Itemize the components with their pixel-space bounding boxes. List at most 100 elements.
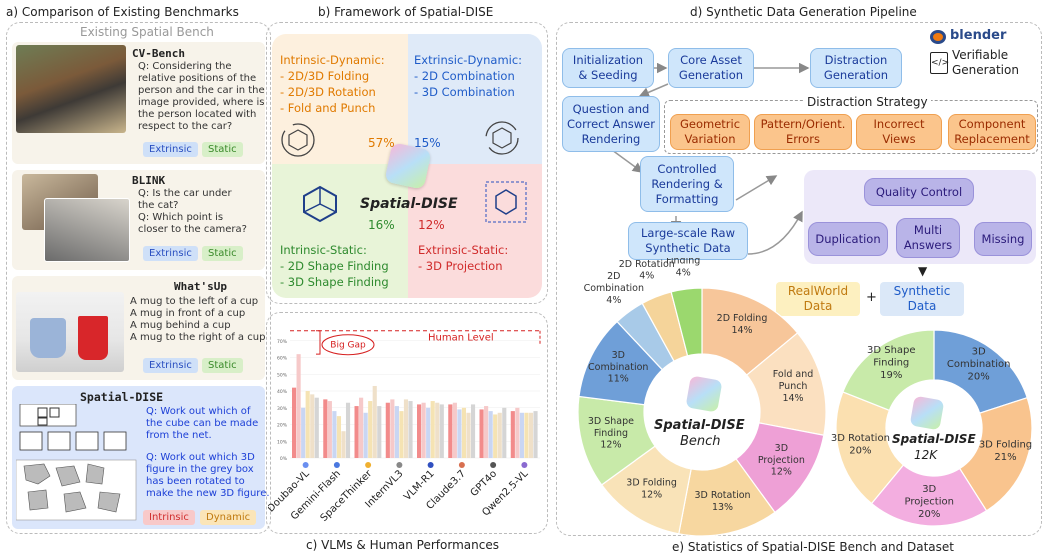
- distraction-strategy-title: Distraction Strategy: [804, 95, 931, 109]
- bar: [310, 394, 315, 458]
- x-tick-label: GPT4o: [469, 468, 500, 499]
- bar: [457, 409, 462, 458]
- y-tick-label: 60%: [277, 356, 288, 362]
- bar: [336, 416, 342, 458]
- bench-pie-label: 2D ShapeFinding4%: [660, 258, 706, 279]
- bar: [466, 412, 471, 458]
- model-logo-icon: [365, 462, 372, 468]
- panel-a-title: a) Comparison of Existing Benchmarks: [6, 5, 239, 19]
- strategy-pattern: Pattern/Orient.Errors: [754, 114, 852, 150]
- panel-d-title: d) Synthetic Data Generation Pipeline: [690, 5, 917, 19]
- quad-ed-text: Extrinsic-Dynamic:- 2D Combination- 3D C…: [414, 53, 523, 99]
- bar: [497, 412, 502, 458]
- panel-d-frame: [556, 22, 1042, 536]
- bar: [341, 431, 346, 458]
- panel-c-title: c) VLMs & Human Performances: [306, 538, 499, 552]
- big-gap-bracket: [316, 330, 321, 355]
- data-pie-slice: [958, 396, 1033, 512]
- bar: [439, 404, 444, 458]
- quad-extrinsic-dynamic: [408, 34, 542, 164]
- spatialdise-tag-intrinsic: Intrinsic: [143, 510, 195, 525]
- bar: [452, 402, 457, 458]
- bar: [502, 407, 507, 458]
- cvbench-name: CV-Bench: [132, 47, 185, 60]
- model-logo-icon: [521, 462, 528, 468]
- model-logo-icon: [458, 462, 465, 468]
- quad-intrinsic-static: [272, 164, 408, 298]
- bench-center-title: Spatial-DISE: [654, 418, 745, 433]
- data-pie-slice: [842, 329, 935, 412]
- code-icon: </>: [930, 52, 949, 74]
- mug-shape: [30, 318, 66, 358]
- y-tick-label: 30%: [277, 406, 288, 412]
- wireframe-cube-icon: [303, 185, 337, 223]
- bar: [524, 412, 529, 458]
- bench-center-icon: [685, 375, 723, 413]
- bar: [399, 411, 404, 458]
- bar: [435, 402, 440, 458]
- bar: [533, 411, 538, 458]
- bar: [417, 404, 422, 458]
- model-logo-icon: [333, 462, 340, 468]
- y-tick-label: 20%: [277, 423, 288, 429]
- whatsup-tag-extrinsic: Extrinsic: [143, 358, 198, 373]
- quad-es-pct: 12%: [418, 218, 445, 232]
- bench-pie-slice: [670, 287, 703, 357]
- bar: [430, 401, 435, 458]
- cube-net-figure: [16, 404, 137, 521]
- bench-center-sub: Bench: [680, 434, 721, 449]
- node-initialization: Initialization& Seeding: [562, 48, 654, 88]
- y-tick-label: 50%: [277, 372, 288, 378]
- bar: [528, 412, 534, 458]
- qc-title: Quality Control: [864, 178, 974, 206]
- framework-center-label: Spatial-DISE: [360, 196, 458, 212]
- projection-cube-icon: [485, 181, 527, 223]
- bar: [354, 406, 359, 458]
- model-logo-icon: [396, 462, 403, 468]
- y-tick-label: 0%: [280, 456, 288, 462]
- bar: [403, 399, 409, 458]
- bar: [515, 407, 520, 458]
- bar: [323, 399, 328, 458]
- blender-icon: [930, 30, 946, 44]
- bar: [488, 411, 493, 458]
- quad-extrinsic-static: [408, 164, 542, 298]
- quad-es-text: Extrinsic-Static:- 3D Projection: [418, 243, 509, 273]
- bar: [327, 401, 332, 458]
- data-center-sub: 12K: [914, 448, 938, 462]
- qc-duplication: Duplication: [808, 222, 888, 256]
- blink-tag-extrinsic: Extrinsic: [143, 246, 198, 261]
- panel-b-title: b) Framework of Spatial-DISE: [318, 5, 494, 19]
- data-center-icon: [909, 395, 945, 431]
- blender-logo: blender: [930, 28, 1034, 46]
- data-center-title: Spatial-DISE: [892, 432, 976, 446]
- quad-is-text: Intrinsic-Static:- 2D Shape Finding- 3D …: [280, 243, 389, 289]
- blink-image-bike: [44, 198, 130, 262]
- cycle-cube-icon: [281, 123, 315, 157]
- quad-id-pct: 57%: [368, 136, 395, 150]
- panel-a-subtitle: Existing Spatial Bench: [80, 25, 214, 39]
- bar: [345, 402, 351, 458]
- model-logo-icon: [427, 462, 434, 468]
- bar: [296, 354, 301, 458]
- bar: [519, 412, 524, 458]
- bar: [426, 407, 431, 458]
